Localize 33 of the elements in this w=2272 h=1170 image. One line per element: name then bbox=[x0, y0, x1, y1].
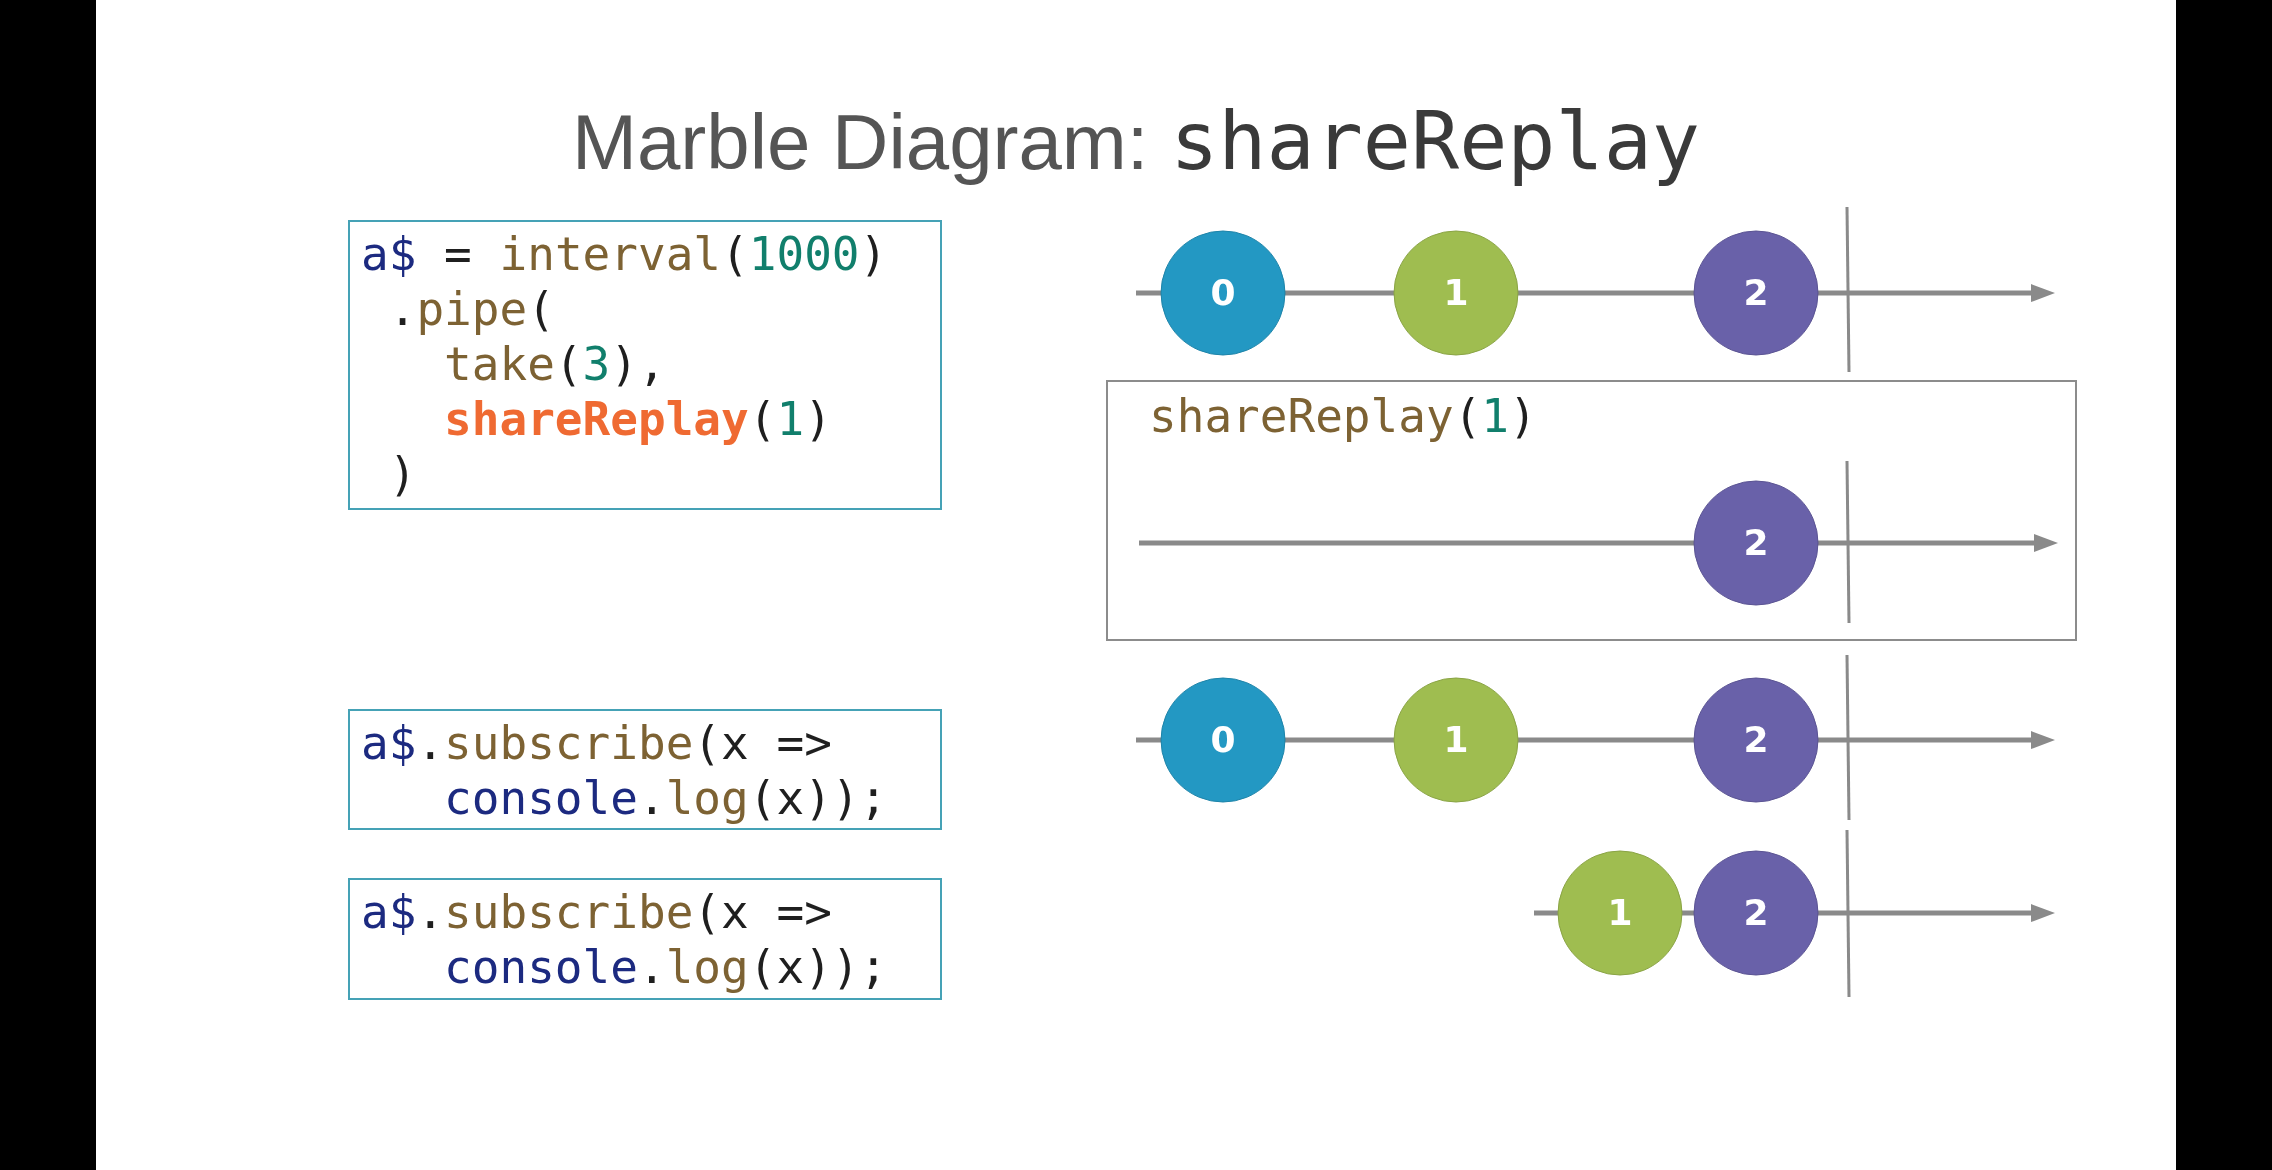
marble-value: 2 bbox=[1743, 720, 1769, 760]
marble-value: 1 bbox=[1443, 720, 1469, 760]
code-line: .pipe( bbox=[388, 282, 555, 337]
code-line: shareReplay(1) bbox=[444, 392, 832, 447]
marble-value: 0 bbox=[1210, 273, 1236, 313]
code-box bbox=[348, 709, 942, 830]
code-line: console.log(x)); bbox=[444, 940, 888, 995]
code-box bbox=[348, 878, 942, 1000]
marble bbox=[1160, 230, 1286, 356]
marble-value: 2 bbox=[1743, 893, 1769, 933]
marble bbox=[1693, 850, 1819, 976]
marble-value: 0 bbox=[1210, 720, 1236, 760]
code-box bbox=[348, 220, 942, 510]
marble bbox=[1160, 677, 1286, 803]
marble bbox=[1393, 230, 1519, 356]
code-line: take(3), bbox=[444, 337, 666, 392]
code-line: console.log(x)); bbox=[444, 771, 888, 826]
marble-value: 2 bbox=[1743, 523, 1769, 563]
marble-value: 2 bbox=[1743, 273, 1769, 313]
marble bbox=[1393, 677, 1519, 803]
marble bbox=[1693, 230, 1819, 356]
code-line: a$.subscribe(x => bbox=[361, 716, 832, 771]
marble bbox=[1557, 850, 1683, 976]
code-line: a$.subscribe(x => bbox=[361, 885, 832, 940]
marble-value: 1 bbox=[1443, 273, 1469, 313]
slide-title: Marble Diagram: shareReplay bbox=[572, 97, 1700, 187]
code-line: a$ = interval(1000) bbox=[361, 227, 888, 282]
marble bbox=[1693, 480, 1819, 606]
marble bbox=[1693, 677, 1819, 803]
marble-value: 1 bbox=[1607, 893, 1633, 933]
code-line: ) bbox=[388, 447, 417, 502]
operator-label: shareReplay(1) bbox=[1149, 389, 1537, 444]
operator-box bbox=[1106, 380, 2077, 641]
